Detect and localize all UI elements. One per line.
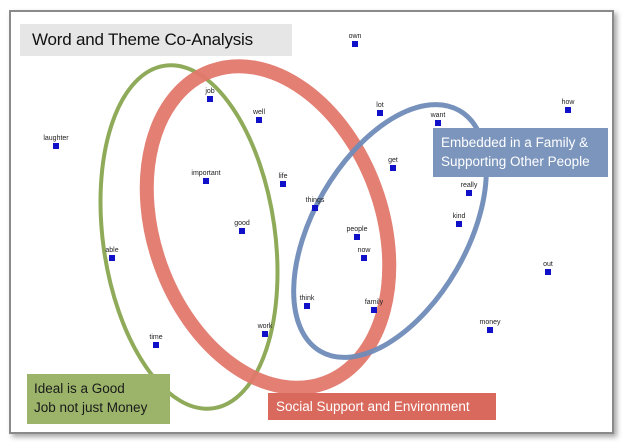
word-marker	[352, 41, 358, 47]
theme-label-line: Ideal is a Good	[34, 381, 125, 396]
word-good: good	[234, 220, 250, 234]
word-time: time	[149, 334, 163, 348]
word-get: get	[388, 157, 398, 171]
word-important: important	[191, 170, 221, 184]
theme-label-line: Supporting Other People	[441, 154, 590, 169]
diagram-title: Word and Theme Co-Analysis	[20, 24, 292, 56]
word-label: good	[234, 220, 250, 227]
word-label: how	[562, 99, 576, 106]
word-label: work	[257, 323, 273, 330]
word-family: family	[365, 299, 384, 313]
word-marker	[203, 178, 209, 184]
word-marker	[262, 331, 268, 337]
word-marker	[304, 303, 310, 309]
theme-label-line: Embedded in a Family &	[441, 135, 589, 150]
word-marker	[239, 228, 245, 234]
word-marker	[390, 165, 396, 171]
word-label: life	[279, 173, 288, 180]
word-laughter: laughter	[43, 135, 69, 149]
word-marker	[371, 307, 377, 313]
word-marker	[565, 107, 571, 113]
theme-label-good-job: Ideal is a Good Job not just Money	[27, 374, 170, 424]
word-marker	[53, 143, 59, 149]
word-marker	[109, 255, 115, 261]
theme-label-social-support: Social Support and Environment	[268, 393, 496, 420]
word-work: work	[257, 323, 273, 337]
word-marker	[256, 117, 262, 123]
theme-ellipse-red	[139, 59, 397, 395]
word-label: think	[300, 295, 315, 302]
word-marker	[377, 110, 383, 116]
diagram-frame	[9, 10, 614, 434]
word-label: own	[349, 33, 362, 40]
word-marker	[435, 120, 441, 126]
word-label: well	[252, 109, 266, 116]
theme-ellipse-green	[98, 63, 280, 411]
word-label: time	[149, 334, 162, 341]
word-label: lot	[376, 102, 383, 109]
theme-ellipse-blue	[291, 102, 489, 360]
word-label: people	[346, 226, 367, 233]
word-really: really	[461, 182, 478, 196]
word-how: how	[562, 99, 576, 113]
word-label: get	[388, 157, 398, 164]
word-marker	[312, 205, 318, 211]
word-now: now	[358, 247, 372, 261]
word-label: really	[461, 182, 478, 189]
word-lot: lot	[376, 102, 384, 116]
word-life: life	[279, 173, 288, 187]
theme-label-family: Embedded in a Family & Supporting Other …	[433, 128, 608, 177]
word-marker	[487, 327, 493, 333]
word-marker	[466, 190, 472, 196]
word-things: things	[306, 197, 325, 211]
word-label: able	[105, 247, 118, 254]
word-marker	[207, 96, 213, 102]
word-marker	[280, 181, 286, 187]
word-job: job	[204, 88, 215, 102]
word-people: people	[346, 226, 368, 240]
word-label: now	[358, 247, 372, 254]
word-markers: own job well lot want how laughter important lif…	[43, 33, 575, 348]
word-marker	[153, 342, 159, 348]
word-label: laughter	[43, 135, 69, 142]
word-own: own	[349, 33, 362, 47]
word-think: think	[300, 295, 315, 309]
word-label: out	[543, 261, 553, 268]
word-out: out	[543, 261, 553, 275]
word-marker	[361, 255, 367, 261]
theme-label-line: Job not just Money	[34, 400, 148, 415]
word-marker	[354, 234, 360, 240]
word-money: money	[479, 319, 501, 333]
theme-label-line: Social Support and Environment	[276, 399, 470, 414]
word-label: family	[365, 299, 384, 306]
word-label: job	[204, 88, 214, 95]
word-able: able	[105, 247, 119, 261]
word-well: well	[252, 109, 266, 123]
word-want: want	[430, 112, 446, 126]
word-marker	[456, 221, 462, 227]
word-marker	[545, 269, 551, 275]
word-label: want	[430, 112, 446, 119]
word-label: things	[306, 197, 325, 204]
word-label: important	[191, 170, 220, 177]
word-label: money	[479, 319, 501, 326]
word-kind: kind	[453, 213, 466, 227]
word-label: kind	[453, 213, 466, 220]
